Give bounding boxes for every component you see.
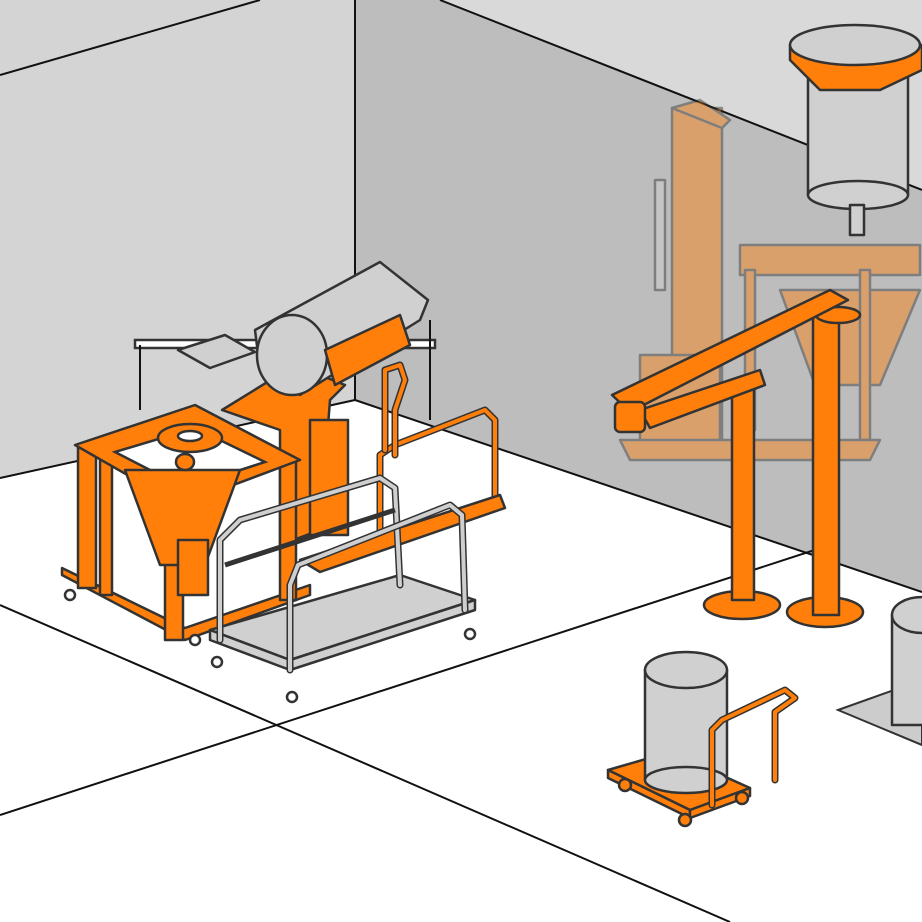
steel-trolley	[208, 474, 477, 704]
drum-right	[890, 595, 922, 727]
drum-trolley	[606, 650, 799, 828]
sieve-station	[788, 23, 922, 237]
hopper-frame	[60, 403, 312, 647]
jib-crane	[610, 288, 865, 629]
orange-rail-cart	[298, 361, 507, 574]
